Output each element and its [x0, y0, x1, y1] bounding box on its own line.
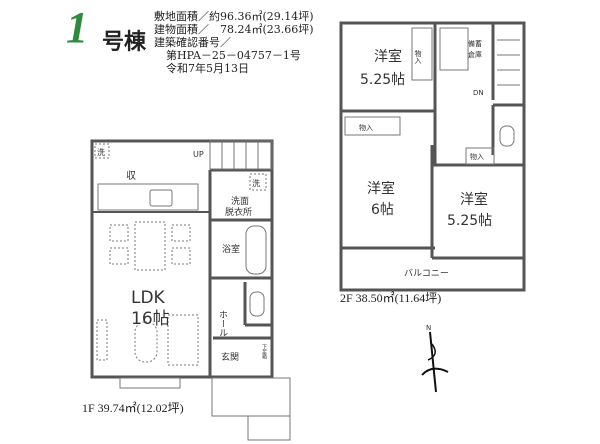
ldk-label: LDK — [131, 288, 166, 308]
washroom-label-1: 洗面 — [231, 195, 249, 207]
storage-label: 収 — [126, 170, 136, 182]
floor-area: 建物面積／ 78.24㎡(23.66坪) — [154, 23, 314, 36]
floor2-labels: 洋室 5.25帖 洋室 6帖 洋室 5.25帖 物入 物入 物入 備蓄 倉庫 D… — [340, 39, 492, 305]
floor1-fixtures — [94, 140, 291, 441]
permit-number: 第HPA－25－04757－1号 — [166, 49, 301, 62]
up-label: UP — [193, 150, 204, 159]
bath-label: 浴室 — [222, 243, 240, 255]
building-suffix: 号棟 — [102, 29, 147, 55]
down-label: DN — [473, 89, 484, 97]
floor1-labels: UP 収 洗 洗 洗面 脱衣所 浴室 ホール 玄関 下足箱 LDK 16帖 1F… — [82, 147, 267, 415]
site-area: 敷地面積／約96.36㎡(29.14坪) — [154, 10, 314, 23]
compass-icon: N — [421, 324, 449, 393]
floor2-walls — [339, 21, 526, 292]
closet-label-2: 物入 — [359, 123, 373, 132]
compass-label: N — [426, 324, 431, 332]
room2-size: 6帖 — [371, 202, 394, 218]
shoe-box-label: 下足箱 — [261, 344, 267, 360]
balcony-label: バルコニー — [404, 268, 449, 279]
room3-label: 洋室 — [460, 191, 488, 208]
entrance-label: 玄関 — [221, 351, 239, 363]
storeroom-label-2: 倉庫 — [468, 50, 482, 59]
laundry-label: 洗 — [97, 147, 105, 157]
washroom-label-2: 脱衣所 — [225, 206, 252, 218]
room2-label: 洋室 — [367, 180, 395, 197]
floor2-fixtures — [344, 27, 520, 165]
permit-date: 令和7年5月13日 — [166, 62, 249, 75]
closet-label-3: 物入 — [470, 152, 484, 161]
permit-label: 建築確認番号／ — [154, 36, 231, 49]
closet-label-1: 物入 — [414, 49, 422, 64]
room1-size: 5.25帖 — [360, 72, 405, 88]
floor1-walls — [90, 139, 274, 379]
room3-size: 5.25帖 — [447, 213, 492, 229]
floor2-caption: 2F 38.50㎡(11.64坪) — [340, 291, 441, 305]
hall-label: ホール — [217, 310, 228, 337]
building-number: 1 — [66, 3, 88, 52]
laundry-pan-label: 洗 — [252, 178, 260, 188]
room1-label: 洋室 — [374, 48, 402, 65]
floor1-caption: 1F 39.74㎡(12.02坪) — [82, 401, 184, 415]
property-info: 敷地面積／約96.36㎡(29.14坪) 建物面積／ 78.24㎡(23.66坪… — [154, 10, 314, 75]
ldk-size: 16帖 — [131, 309, 170, 329]
storeroom-label-1: 備蓄 — [468, 39, 482, 48]
